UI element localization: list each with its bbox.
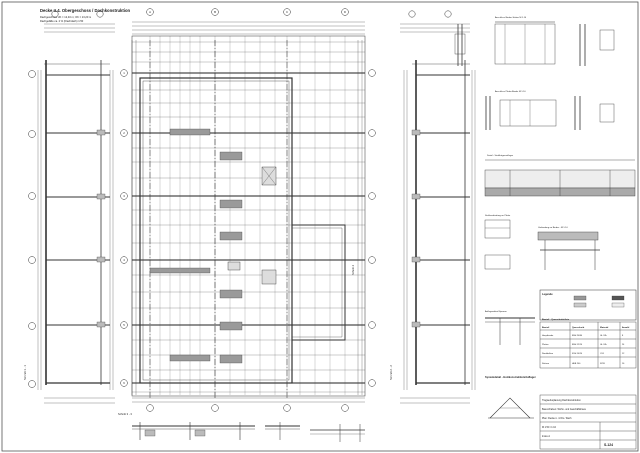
axis-labels: A B C D 1 2 3 4 5 6: [123, 10, 346, 385]
title-block-text: Tragwerksplanung Dachkonstruktion Bauvor…: [542, 399, 613, 447]
table-cell: 8: [622, 335, 624, 337]
table-cell: BSH 20/80: [572, 335, 583, 337]
axis-number: 6: [123, 381, 125, 385]
title-block-line: Plan: Decke ü. 4.OG / Dach: [542, 417, 572, 420]
sheet-title: Decke ü.4. Obergeschoss / Dachkonstrukti…: [40, 8, 131, 13]
axis-number: 3: [123, 194, 125, 198]
table-cell: HEB 200: [572, 363, 581, 365]
section-bottom-label: Schnitt 3 - 3: [118, 412, 132, 416]
axis-number: 2: [123, 131, 125, 135]
table-cell: S235: [600, 363, 606, 365]
axis-letter: C: [286, 10, 288, 14]
title-block-sheet-number: S-124: [604, 443, 613, 447]
cut-label-b: Schnitt 2: [351, 264, 355, 275]
table-cell: C24: [600, 353, 605, 355]
axis-number: 5: [123, 323, 125, 327]
detail-title-4: Stahlverbindung an Pfette: [485, 214, 511, 217]
section-right-label: Schnitt 2 - 2: [389, 365, 393, 380]
table-cell: GL 24h: [600, 335, 608, 337]
axis-letter: B: [214, 10, 216, 14]
detail-title-3: Detail - Stahlträgerauflager: [487, 154, 513, 157]
title-block: [539, 394, 637, 450]
detail-title-5: Verbindung an Binder - M 1:10: [538, 226, 568, 229]
table-header-cell: Querschnitt: [572, 326, 585, 329]
legend-title: Legende: [542, 292, 553, 296]
detail-title-2: Anschluss Pfette-Binder M 1:10: [495, 90, 526, 93]
table-cell: 24: [622, 344, 625, 346]
section-right: [400, 10, 476, 404]
table-header-row: Bauteil Querschnitt Material Anzahl: [542, 326, 630, 329]
table-cell: KVH 10/20: [572, 353, 583, 355]
table-cell: Hauptbinder: [542, 334, 554, 337]
table-cell: 16: [622, 363, 625, 365]
sheet-subtitle-1: Dachgeschoss UK = 12,40 m; OK = 13,20 m: [40, 15, 91, 19]
table-title: Bauteil - Querschnittsliste: [542, 318, 570, 321]
table-header-cell: Bauteil: [542, 326, 550, 329]
legend-box: [539, 289, 637, 321]
section-left-label: Schnitt 1 - 1: [23, 365, 27, 380]
roof-plan: [120, 8, 376, 412]
detail-panels: [454, 21, 636, 419]
title-block-line: Index A: [542, 435, 550, 438]
sheet-subtitle-2: Dachgefälle ca. 2 % (Flachdach) 1:50: [40, 19, 84, 23]
table-header-cell: Material: [600, 326, 609, 329]
table-cell: Pfetten: [542, 343, 549, 346]
title-block-line: M 1:50 / 1:10: [542, 426, 557, 429]
table-body: Hauptbinder BSH 20/80 GL 24h 8 Pfetten B…: [542, 334, 625, 365]
section-left: [28, 10, 115, 404]
system-title: Systemdetail - Holzkonstruktion/Auflager: [485, 375, 536, 379]
table-cell: Randbalken: [542, 353, 554, 355]
title-block-line: Tragwerksplanung Dachkonstruktion: [542, 399, 581, 402]
table-cell: BSH 12/24: [572, 344, 583, 346]
title-block-line: Bauvorhaben: Wohn- und Geschäftshaus: [542, 408, 587, 411]
section-bottom: [132, 422, 365, 442]
detail-title-6: Auflagerdetail Sparren: [485, 310, 508, 313]
table-header-cell: Anzahl: [622, 326, 630, 329]
detail-title-1: Anschluss Binder-Stütze M 1:10: [495, 16, 527, 19]
member-table: [539, 321, 637, 369]
axis-number: 1: [123, 71, 125, 75]
table-cell: GL 24h: [600, 344, 608, 346]
table-cell: Stützen: [542, 362, 550, 365]
axis-number: 4: [123, 258, 125, 262]
axis-letter: A: [149, 10, 151, 14]
axis-letter: D: [344, 10, 346, 14]
table-cell: 12: [622, 353, 625, 355]
